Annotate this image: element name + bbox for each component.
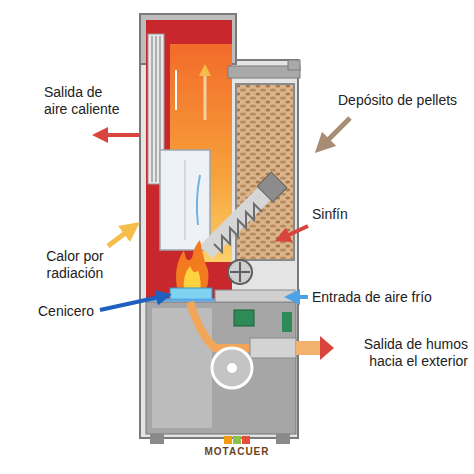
- fan-blades: [230, 262, 250, 282]
- logo-square: [242, 436, 250, 444]
- part-label: Salida de humos hacia el exterior: [338, 336, 468, 370]
- auger-tube: [206, 190, 268, 252]
- exchanger-tube: [151, 36, 153, 182]
- cold-air-arrow: [292, 295, 308, 299]
- fan-motor: [234, 310, 254, 326]
- fan-hub: [227, 363, 237, 373]
- stove-foot: [276, 434, 290, 444]
- auger-screw: [214, 204, 262, 252]
- inner-panel: [160, 150, 210, 250]
- exchanger-tube: [155, 36, 157, 182]
- part-label: Entrada de aire frío: [312, 289, 472, 306]
- combustion-fan: [228, 260, 252, 284]
- ash-tray: [170, 288, 212, 300]
- red-body: [146, 20, 232, 300]
- control-board: [282, 312, 292, 332]
- smoke-flow: [190, 302, 255, 348]
- lid-hinge: [288, 60, 300, 70]
- logo-square: [233, 436, 241, 444]
- part-label: Salida de aire caliente: [44, 84, 124, 118]
- smoke-outlet-arrow: [296, 341, 322, 355]
- smoke-outlet-head: [320, 336, 334, 360]
- lower-compartment: [146, 302, 296, 434]
- hot-air-arrow: [100, 133, 140, 137]
- flow-arrow: [175, 70, 177, 110]
- pointer-arrow: [282, 226, 308, 238]
- pointer-arrow: [322, 118, 350, 146]
- radiation-arrow: [108, 228, 132, 246]
- pointer-arrow: [100, 296, 164, 310]
- panel-line: [185, 160, 186, 240]
- part-label: Calor por radiación: [34, 248, 116, 282]
- part-label: Sinfín: [312, 206, 392, 223]
- pellet-hopper: [236, 84, 294, 260]
- smoke-pipe: [250, 338, 296, 358]
- stove-foot: [150, 434, 164, 444]
- flame: [176, 240, 209, 292]
- logo-square: [224, 436, 232, 444]
- part-label: Depósito de pellets: [338, 92, 470, 109]
- part-label: Cenicero: [38, 303, 118, 320]
- flow-arrow: [197, 175, 200, 225]
- auger-motor: [257, 172, 287, 202]
- smoke-extractor-fan: [212, 348, 252, 388]
- brand-logo-text: MOTACUER: [187, 446, 287, 458]
- flow-arrow: [204, 70, 207, 120]
- air-intake-pipe: [215, 290, 295, 302]
